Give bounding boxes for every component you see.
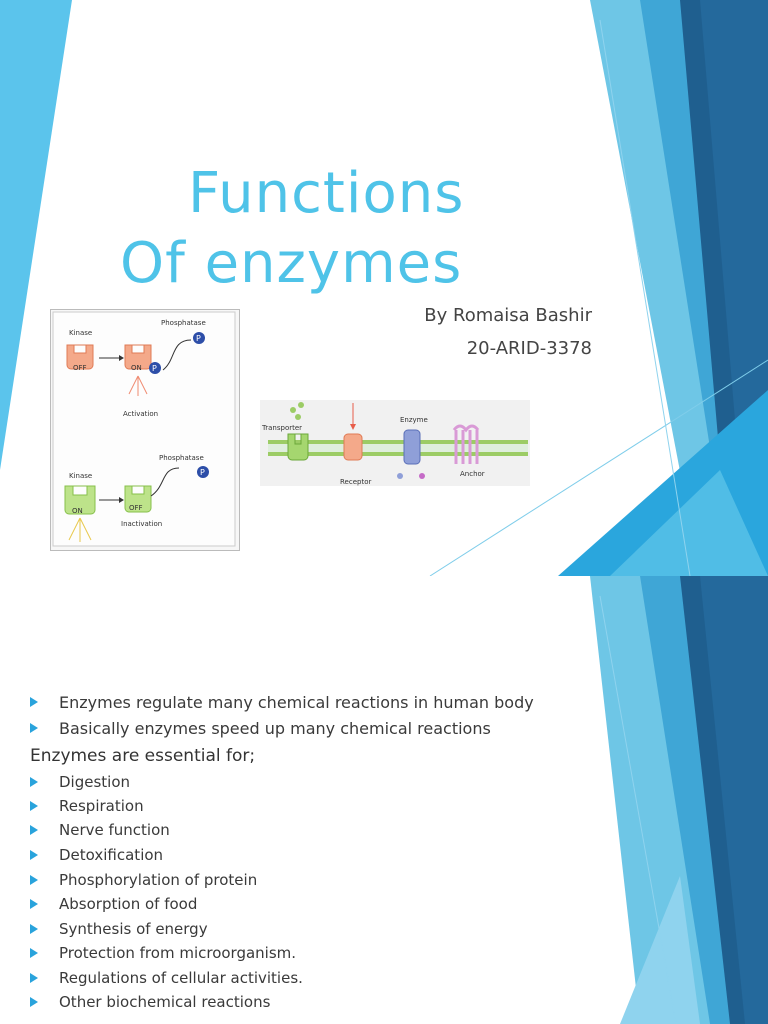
anchor-label: Anchor: [460, 470, 485, 478]
title-line-2: Of enzymes: [120, 231, 463, 296]
accent-line: [599, 595, 677, 1024]
fig-bottom-kinase-label: Kinase: [69, 472, 92, 480]
phosphate-icon: [149, 362, 161, 374]
fig-inactivation-caption: Inactivation: [121, 520, 162, 528]
accent-line-1: [429, 359, 768, 576]
fig-bottom-on: ON: [72, 507, 83, 515]
fig-bottom-phosphatase-label: Phosphatase: [159, 454, 204, 462]
fig-top-phosphatase-label: Phosphatase: [161, 319, 206, 327]
bullet-arrow-icon: [30, 801, 38, 811]
bottom-right-triangle-light: [610, 470, 768, 576]
slide1-decoration: [0, 0, 768, 576]
inactivation-rays: [68, 517, 92, 542]
enzyme-label: Enzyme: [400, 416, 428, 424]
bullet-arrow-icon: [30, 875, 38, 885]
svg-text:P: P: [200, 468, 205, 477]
accent-line-2: [599, 19, 691, 576]
membrane-protein-figure: Transporter Receptor Enzyme Anchor: [260, 400, 530, 486]
lipid-bilayer: [268, 440, 528, 456]
bullet-arrow-icon: [30, 997, 38, 1007]
fig-bottom-off: OFF: [129, 504, 143, 512]
author-name: By Romaisa Bashir: [424, 305, 592, 326]
section-heading: Enzymes are essential for;: [30, 746, 256, 766]
kinase-off-shape: [66, 344, 94, 370]
kinase-on-shape-green: [64, 485, 96, 515]
bullet-arrow-icon: [30, 777, 38, 787]
content-slide: Enzymes regulate many chemical reactions…: [0, 576, 768, 1024]
right-band-darker: [700, 576, 768, 1024]
bullet-arrow-icon: [30, 973, 38, 983]
title-slide: Functions Of enzymes By Romaisa Bashir 2…: [0, 0, 768, 576]
svg-text:P: P: [196, 334, 201, 343]
enzyme-protein: [403, 429, 421, 465]
left-band: [0, 0, 72, 470]
fig-activation-caption: Activation: [123, 410, 158, 418]
fig-top-kinase-label: Kinase: [69, 329, 92, 337]
bullet-arrow-icon: [30, 924, 38, 934]
transporter-protein: [287, 433, 309, 461]
bullet-arrow-icon: [30, 899, 38, 909]
fig-top-on: ON: [131, 364, 142, 372]
bullet-arrow-icon: [30, 825, 38, 835]
title-line-1: Functions: [188, 161, 465, 226]
bottom-light-wedge: [620, 876, 700, 1024]
anchor-protein: [452, 424, 480, 464]
fig-top-off: OFF: [73, 364, 87, 372]
transporter-label: Transporter: [261, 424, 302, 432]
bullet-arrow-icon: [30, 850, 38, 860]
slide2-decoration: [590, 576, 768, 1024]
bullet-arrow-icon: [30, 723, 38, 733]
svg-text:P: P: [152, 364, 157, 373]
receptor-protein: [343, 433, 363, 461]
registration-number: 20-ARID-3378: [466, 338, 592, 359]
kinase-off-shape-green: [124, 485, 152, 513]
bullet-arrow-icon: [30, 697, 38, 707]
activation-rays: [128, 375, 148, 396]
kinase-phosphatase-figure: Kinase Phosphatase OFF ON P P Activation…: [50, 309, 240, 551]
right-band-darker: [700, 0, 768, 480]
phosphate-icon-2: [193, 332, 205, 344]
bullet-arrow-icon: [30, 948, 38, 958]
phosphate-icon-3: [197, 466, 209, 478]
receptor-label: Receptor: [340, 478, 371, 486]
